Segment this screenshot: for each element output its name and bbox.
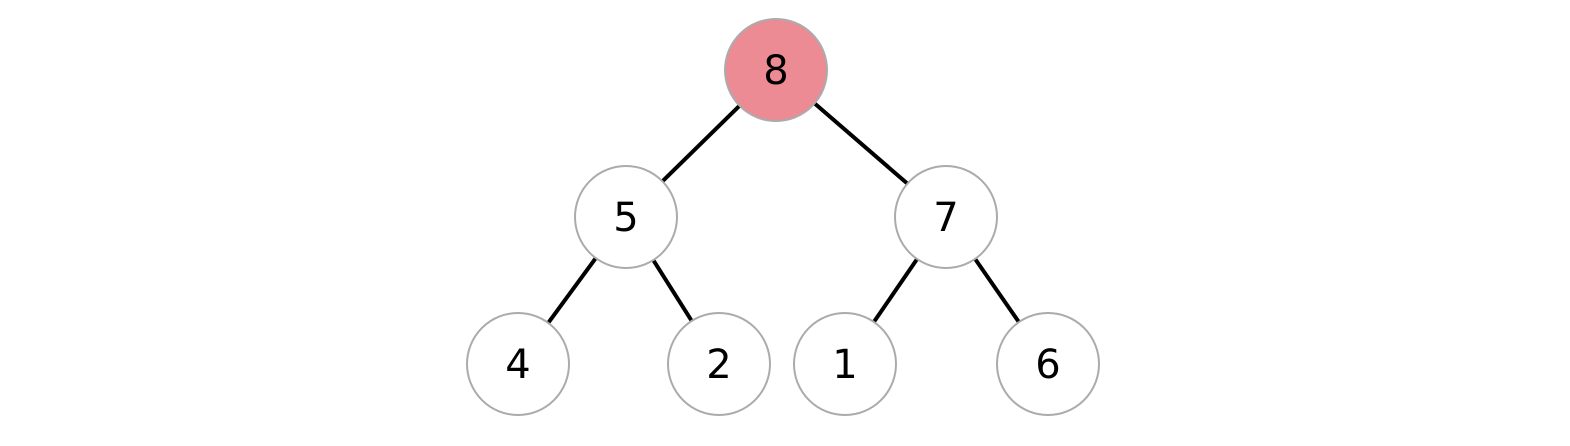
- node-circle-highlighted[interactable]: [724, 18, 828, 122]
- node-label: 6: [1035, 342, 1060, 388]
- tree-node-8[interactable]: 8: [724, 18, 828, 122]
- node-circle[interactable]: [667, 312, 771, 416]
- node-label: 7: [933, 195, 958, 241]
- node-label: 5: [613, 195, 638, 241]
- node-label: 8: [763, 48, 788, 94]
- tree-edge: [973, 257, 1021, 324]
- tree-node-7[interactable]: 7: [894, 165, 998, 269]
- node-circle[interactable]: [574, 165, 678, 269]
- tree-edge: [651, 259, 694, 322]
- tree-edge: [813, 101, 909, 186]
- node-label: 1: [832, 342, 857, 388]
- tree-edge: [872, 257, 919, 324]
- tree-node-1[interactable]: 1: [793, 312, 897, 416]
- tree-node-2[interactable]: 2: [667, 312, 771, 416]
- tree-node-4[interactable]: 4: [466, 312, 570, 416]
- node-circle[interactable]: [996, 312, 1100, 416]
- node-label: 2: [706, 342, 731, 388]
- node-circle[interactable]: [466, 312, 570, 416]
- tree-edge: [661, 104, 741, 183]
- node-circle[interactable]: [793, 312, 897, 416]
- node-circle[interactable]: [894, 165, 998, 269]
- tree-edges-group: [546, 101, 1021, 325]
- tree-node-5[interactable]: 5: [574, 165, 678, 269]
- node-label: 4: [505, 342, 530, 388]
- tree-edge: [546, 256, 598, 325]
- tree-node-6[interactable]: 6: [996, 312, 1100, 416]
- tree-nodes-group: 8 5 7 4 2 1 6: [466, 18, 1100, 416]
